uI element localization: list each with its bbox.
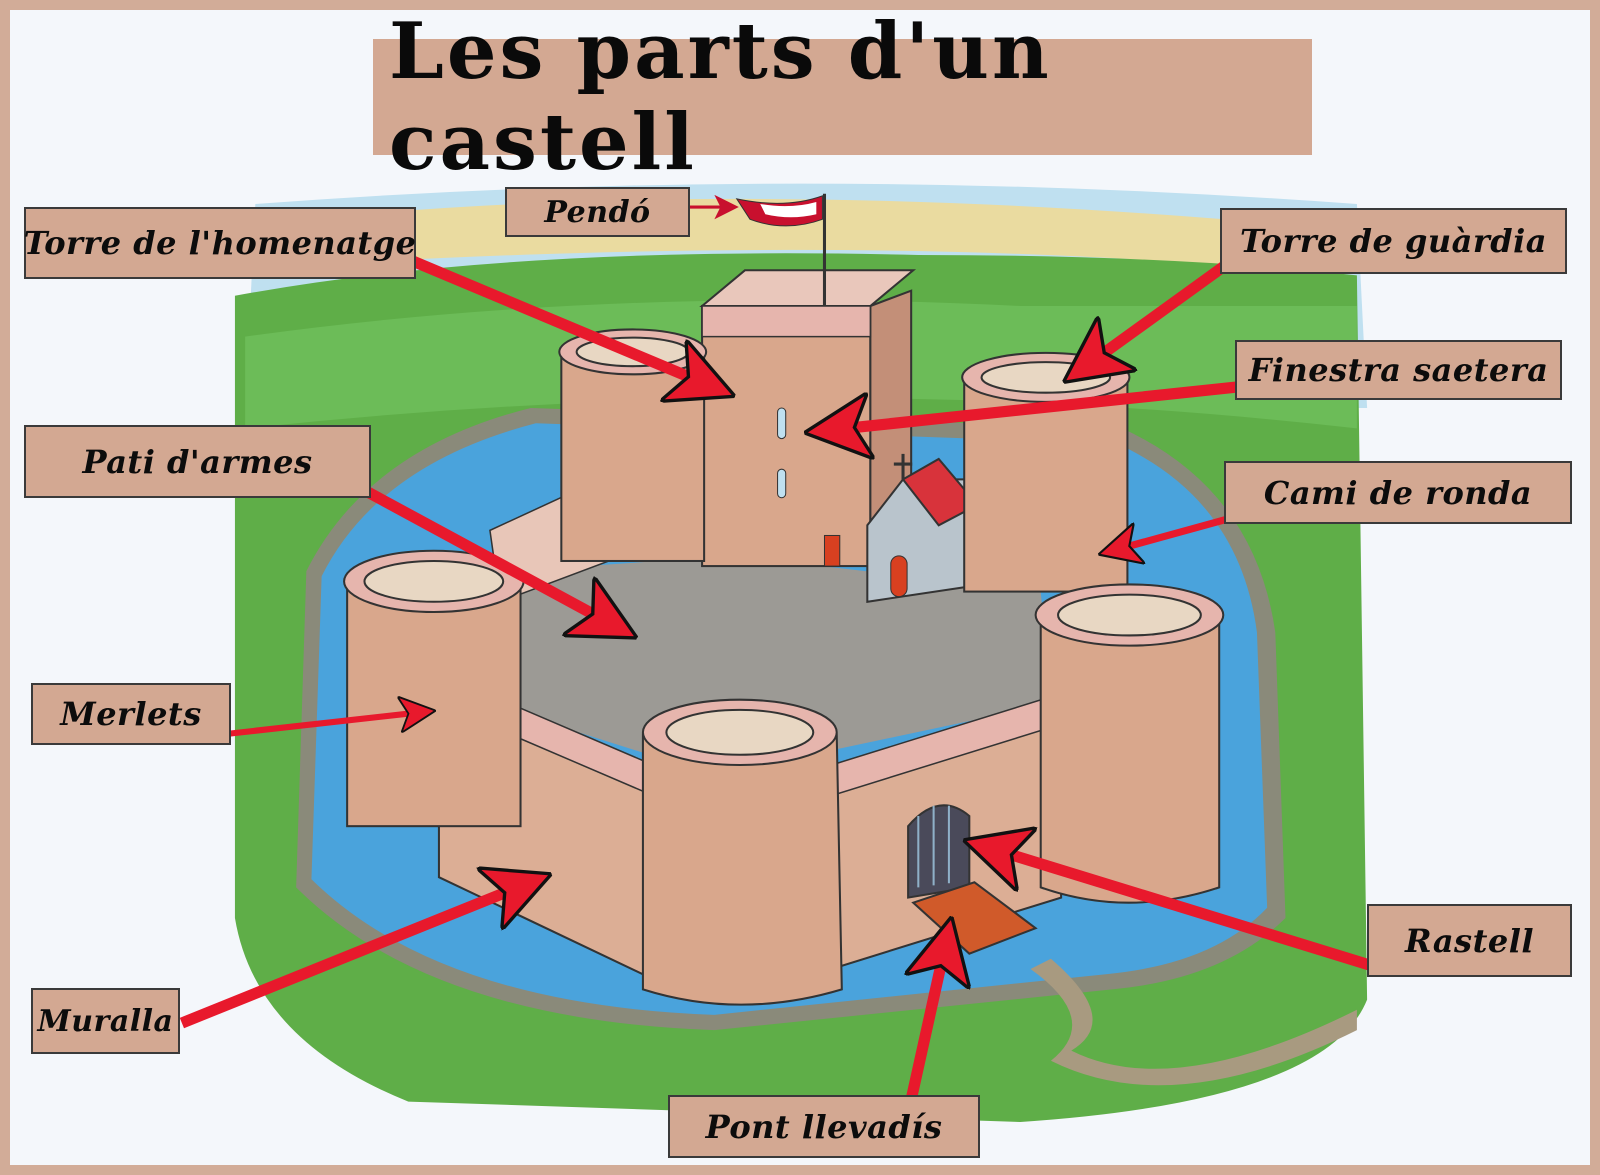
keep-door — [823, 534, 841, 567]
label-muralla: Muralla — [31, 988, 180, 1054]
front-tower — [641, 698, 843, 1006]
gate-portcullis — [907, 804, 971, 899]
label-pati-armes: Pati d'armes — [24, 425, 371, 498]
arrow-merlets — [222, 712, 424, 738]
right-tower — [1034, 583, 1225, 904]
arrow-pati-armes — [332, 469, 618, 627]
arrow-muralla — [179, 882, 531, 1029]
label-merlets: Merlets — [31, 683, 231, 745]
arrow-pont-llevadis — [911, 938, 947, 1101]
back-right-tower — [961, 351, 1131, 593]
chapel-door — [890, 555, 908, 598]
label-torre-guardia: Torre de guàrdia — [1220, 208, 1567, 274]
arrow-torre-guardia — [1082, 250, 1243, 369]
cross-icon — [893, 453, 913, 480]
arrow-finestra-saetera — [827, 379, 1252, 431]
road — [1030, 958, 1357, 1086]
arrow-slit-window — [777, 407, 787, 440]
label-cami-ronda: Cami de ronda — [1224, 461, 1572, 524]
courtyard — [510, 555, 1051, 776]
arrow-torre-homenatge — [408, 254, 714, 387]
label-pendo: Pendó — [505, 187, 690, 237]
label-finestra-saetera: Finestra saetera — [1235, 340, 1562, 400]
pointer-arrows — [179, 250, 1385, 1101]
back-left-tower — [558, 328, 708, 563]
page-title: Les parts d'un castell — [373, 6, 1312, 188]
keep-tower — [701, 304, 872, 568]
label-torre-homenatge: Torre de l'homenatge — [24, 207, 416, 279]
arrow-rastell — [985, 847, 1385, 975]
label-rastell: Rastell — [1367, 904, 1572, 977]
left-tower — [343, 549, 525, 828]
label-pont-llevadis: Pont llevadís — [668, 1095, 980, 1158]
